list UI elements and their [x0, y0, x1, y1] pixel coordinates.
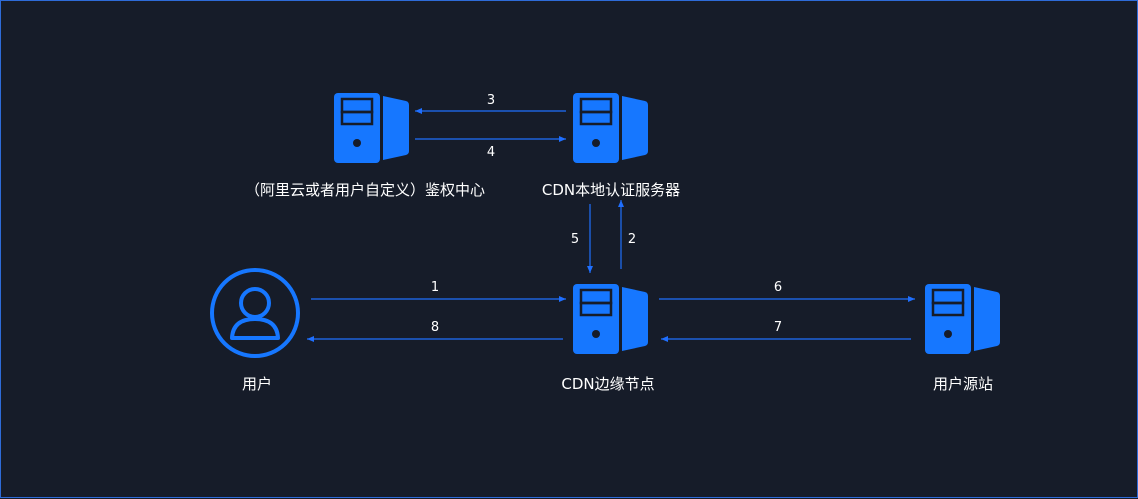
arrow-8-label: 8 — [431, 320, 439, 335]
origin-label: 用户源站 — [933, 375, 993, 393]
arrow-5-label: 5 — [571, 232, 579, 247]
arrow-7-label: 7 — [774, 320, 782, 335]
edge-node-label: CDN边缘节点 — [561, 375, 654, 393]
user-icon — [210, 268, 300, 358]
arrow-3-label: 3 — [487, 93, 495, 108]
local-auth-server-label: CDN本地认证服务器 — [542, 181, 680, 199]
arrow-4-label: 4 — [487, 145, 495, 160]
origin-server-icon — [923, 282, 1002, 356]
local-auth-server-icon — [571, 91, 650, 165]
auth-center-server-icon — [332, 91, 411, 165]
arrow-1-label: 1 — [431, 280, 439, 295]
arrow-6-label: 6 — [774, 280, 782, 295]
edge-node-server-icon — [571, 282, 650, 356]
auth-center-label: （阿里云或者用户自定义）鉴权中心 — [245, 181, 485, 199]
user-label: 用户 — [242, 375, 272, 393]
arrow-2-label: 2 — [628, 232, 636, 247]
